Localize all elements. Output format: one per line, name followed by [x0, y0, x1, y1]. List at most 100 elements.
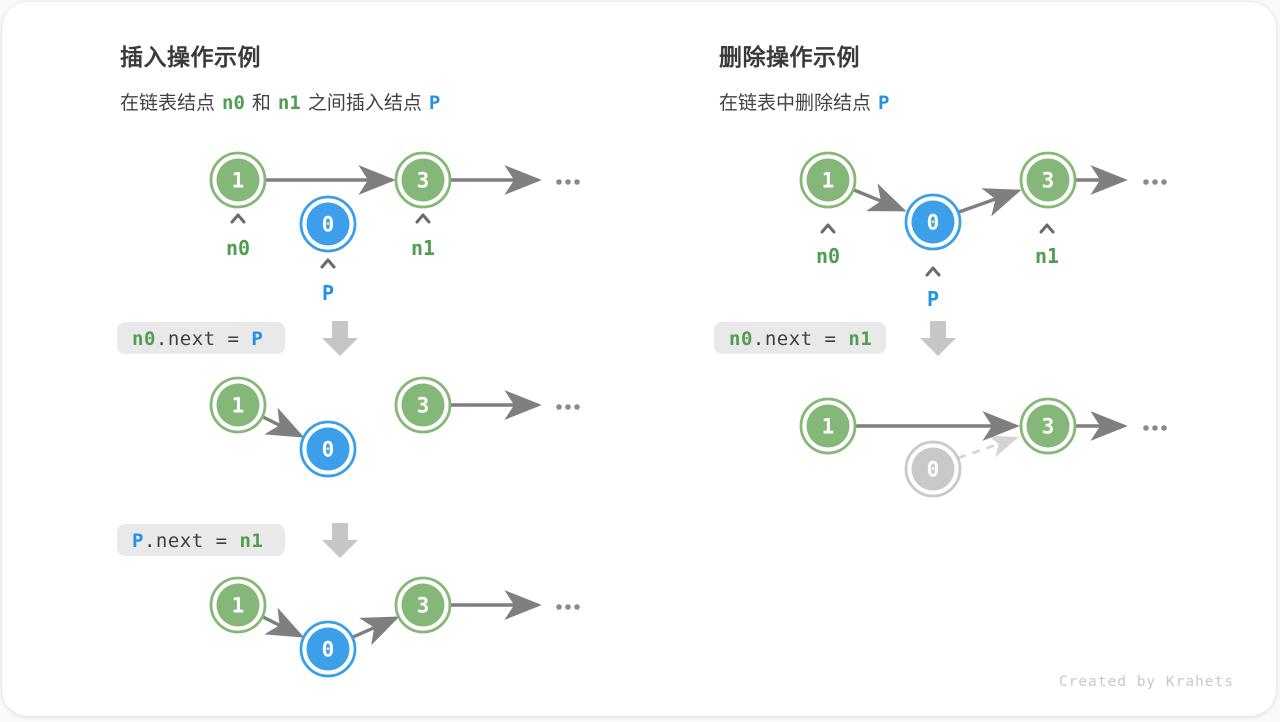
node-body: [216, 383, 260, 427]
node-body: [401, 383, 445, 427]
node-value: 3: [1042, 169, 1055, 193]
node-body: [911, 200, 955, 244]
node-value: 1: [232, 169, 245, 193]
node-value: 1: [822, 169, 835, 193]
ellipsis-dot: [1143, 179, 1149, 185]
code-statement-text: n0.next = n1: [729, 328, 872, 350]
ellipsis-dot: [565, 404, 571, 410]
node-value: 0: [927, 211, 940, 235]
list-node-3: 3: [394, 151, 452, 209]
caret-up-icon: [415, 213, 431, 224]
list-node-1: 1: [799, 397, 857, 455]
list-node-0: 0: [299, 620, 357, 678]
node-value: 3: [417, 594, 430, 618]
node-body: [216, 583, 260, 627]
list-node-1: 1: [209, 376, 267, 434]
subtitle-text: 在链表中删除结点: [719, 92, 872, 114]
ellipsis-dot: [565, 179, 571, 185]
next-pointer-arrow: [853, 183, 907, 212]
node-label-n0: n0: [816, 244, 840, 268]
node-body: [806, 404, 850, 448]
code-statement-text: n0.next = P: [132, 328, 263, 350]
node-label-n1: n1: [1035, 244, 1059, 268]
node-value: 0: [927, 458, 940, 482]
list-node-0: 0: [299, 420, 357, 478]
node-body: [911, 447, 955, 491]
insert-section-title: 插入操作示例: [120, 45, 261, 71]
subtitle-code-n1: n1: [277, 92, 301, 114]
code-statement-text: P.next = n1: [132, 530, 263, 552]
removed-pointer-dashed-arrow: [957, 435, 1019, 460]
ellipsis-icon: [556, 179, 580, 185]
code-statement-bg: [714, 322, 886, 354]
ellipsis-dot: [574, 604, 580, 610]
step-down-arrow-icon: [322, 321, 358, 356]
code-statement: n0.next = n1: [714, 322, 886, 354]
node-body: [306, 427, 350, 471]
ellipsis-dot: [556, 604, 562, 610]
ellipsis-dot: [1161, 179, 1167, 185]
step-down-arrow-icon: [920, 321, 956, 356]
ellipsis-dot: [1161, 425, 1167, 431]
code-statement-bg: [117, 322, 285, 354]
step-down-arrow-icon: [322, 523, 358, 558]
node-value: 3: [1042, 415, 1055, 439]
caret-up-icon: [230, 213, 246, 224]
node-value: 3: [417, 394, 430, 418]
ellipsis-dot: [556, 179, 562, 185]
node-body: [306, 627, 350, 671]
node-value: 1: [232, 594, 245, 618]
node-label-P: P: [927, 287, 939, 311]
node-value: 3: [417, 169, 430, 193]
node-body: [1026, 158, 1070, 202]
node-body: [1026, 404, 1070, 448]
delete-section-subtitle: 在链表中删除结点 P: [719, 88, 896, 115]
subtitle-text: 之间插入结点: [307, 92, 422, 114]
caret-up-icon: [820, 223, 836, 234]
credit-text: Created by Krahets: [1058, 674, 1234, 690]
list-node-0: 0: [904, 440, 962, 498]
ellipsis-icon: [1143, 179, 1167, 185]
node-value: 0: [322, 438, 335, 462]
code-statement-bg: [117, 524, 285, 556]
list-node-3: 3: [1019, 151, 1077, 209]
ellipsis-dot: [556, 404, 562, 410]
ellipsis-dot: [574, 179, 580, 185]
node-value: 1: [232, 394, 245, 418]
list-node-1: 1: [209, 576, 267, 634]
subtitle-text: 在链表结点: [120, 92, 216, 114]
node-body: [306, 202, 350, 246]
node-label-n1: n1: [411, 236, 435, 260]
subtitle-text: 和: [251, 92, 271, 114]
list-node-1: 1: [799, 151, 857, 209]
list-node-1: 1: [209, 151, 267, 209]
next-pointer-arrow: [262, 407, 305, 438]
caret-up-icon: [1039, 223, 1055, 234]
node-label-P: P: [322, 281, 334, 305]
list-node-0: 0: [904, 193, 962, 251]
ellipsis-icon: [1143, 425, 1167, 431]
caret-up-icon: [320, 258, 336, 269]
ellipsis-dot: [1152, 425, 1158, 431]
ellipsis-icon: [556, 404, 580, 410]
list-node-0: 0: [299, 195, 357, 253]
code-statement: P.next = n1: [117, 524, 285, 556]
node-body: [216, 158, 260, 202]
next-pointer-arrow: [262, 607, 305, 638]
caret-up-icon: [925, 266, 941, 277]
next-pointer-arrow: [352, 616, 400, 646]
node-body: [401, 583, 445, 627]
subtitle-code-P: P: [428, 92, 441, 114]
node-label-n0: n0: [226, 236, 250, 260]
ellipsis-dot: [574, 404, 580, 410]
subtitle-code-P: P: [878, 92, 890, 114]
ellipsis-icon: [556, 604, 580, 610]
next-pointer-arrow: [958, 188, 1022, 217]
code-statement: n0.next = P: [117, 322, 285, 354]
node-body: [806, 158, 850, 202]
ellipsis-dot: [1152, 179, 1158, 185]
